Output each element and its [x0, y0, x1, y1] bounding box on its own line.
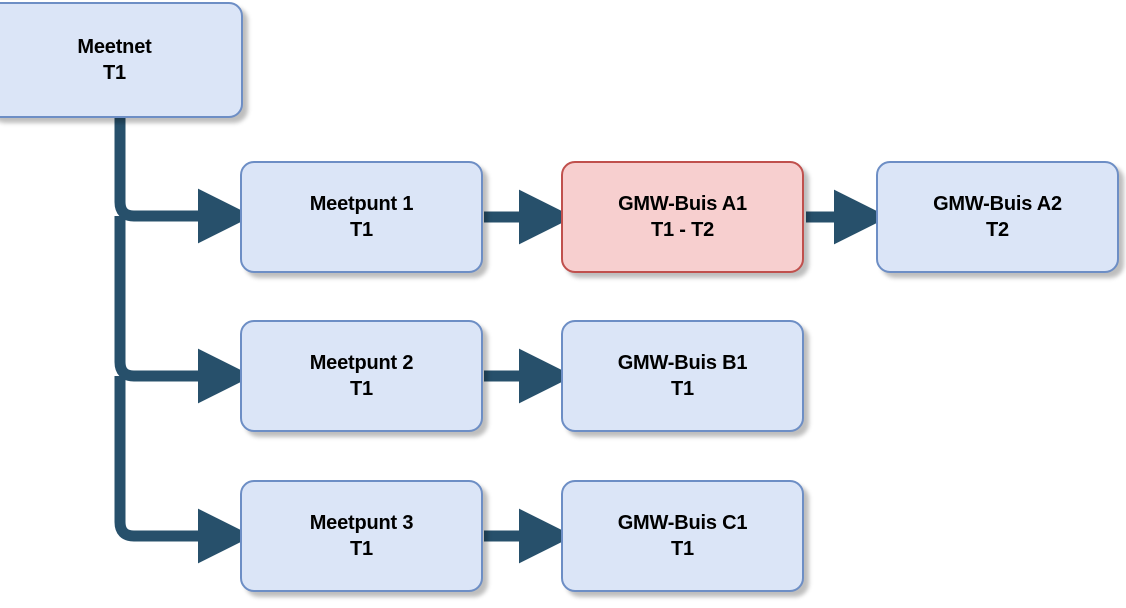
node-meetpunt-3-line2: T1: [350, 538, 373, 560]
node-gmw-buis-a2-line1: GMW-Buis A2: [933, 192, 1062, 215]
node-gmw-buis-c1-line2: T1: [671, 538, 694, 560]
node-gmw-buis-c1[interactable]: GMW-Buis C1 T1: [561, 480, 804, 592]
node-meetpunt-1-line1: Meetpunt 1: [309, 192, 414, 215]
node-gmw-buis-b1-line1: GMW-Buis B1: [617, 351, 748, 374]
node-meetnet[interactable]: Meetnet T1: [0, 2, 243, 118]
node-gmw-buis-b1-line2: T1: [671, 378, 694, 400]
node-meetpunt-1[interactable]: Meetpunt 1 T1: [240, 161, 483, 273]
node-meetnet-line1: Meetnet: [77, 35, 152, 58]
node-gmw-buis-a1-line2: T1 - T2: [650, 219, 715, 241]
node-gmw-buis-a1[interactable]: GMW-Buis A1 T1 - T2: [561, 161, 804, 273]
edge-meetnet-to-meetpunt-2: [114, 216, 253, 404]
node-meetpunt-3-line1: Meetpunt 3: [309, 511, 414, 534]
node-gmw-buis-a2-line2: T2: [986, 219, 1009, 241]
edge-meetnet-to-meetpunt-1: [114, 117, 253, 244]
edge-meetnet-to-meetpunt-3: [114, 376, 253, 564]
node-gmw-buis-a2[interactable]: GMW-Buis A2 T2: [876, 161, 1119, 273]
node-meetpunt-2-line1: Meetpunt 2: [309, 351, 414, 374]
node-meetpunt-1-line2: T1: [350, 219, 373, 241]
node-meetpunt-3[interactable]: Meetpunt 3 T1: [240, 480, 483, 592]
node-gmw-buis-a1-line1: GMW-Buis A1: [618, 192, 747, 215]
node-gmw-buis-b1[interactable]: GMW-Buis B1 T1: [561, 320, 804, 432]
node-meetnet-line2: T1: [103, 62, 126, 84]
node-meetpunt-2-line2: T1: [350, 378, 373, 400]
node-meetpunt-2[interactable]: Meetpunt 2 T1: [240, 320, 483, 432]
node-gmw-buis-c1-line1: GMW-Buis C1: [617, 511, 748, 534]
